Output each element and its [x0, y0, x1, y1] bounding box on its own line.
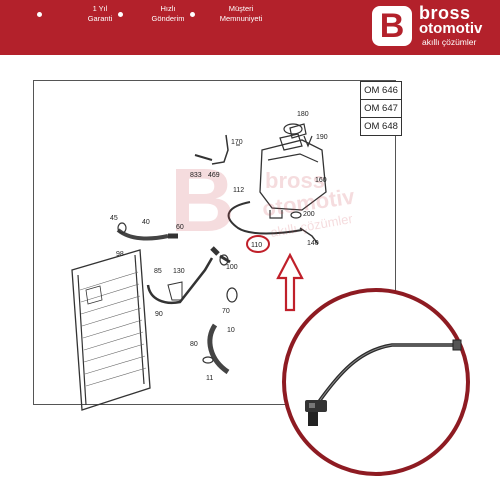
part-number: 140 — [307, 240, 319, 247]
bullet-dot — [37, 12, 42, 17]
badge-line: Garanti — [87, 14, 113, 23]
brand-tagline: akıllı çözümler — [422, 37, 477, 47]
bullet-dot — [190, 12, 195, 17]
watermark-letter: B — [170, 151, 235, 251]
badge-shipping: Hızlı Gönderim — [123, 4, 213, 24]
part-number: 160 — [315, 177, 327, 184]
badge-line: Memnuniyeti — [219, 14, 263, 23]
badge-line: Hızlı — [160, 4, 176, 13]
part-number: 200 — [303, 211, 315, 218]
arrow-icon — [276, 252, 304, 312]
part-number: 170 — [231, 139, 243, 146]
engine-code-label: OM 646 — [360, 81, 402, 100]
part-number: 190 — [316, 134, 328, 141]
brand-name-sub: otomotiv — [419, 20, 483, 37]
engine-code-label: OM 648 — [360, 117, 402, 136]
badge-line: Gönderim — [151, 14, 185, 23]
badge-line: Müşteri — [228, 4, 254, 13]
part-number: 469 — [208, 172, 220, 179]
badge-satisfaction: Müşteri Memnuniyeti — [196, 4, 286, 24]
part-number: 10 — [227, 327, 235, 334]
badge-line: 1 Yıl — [92, 4, 108, 13]
part-number: 110 — [251, 242, 263, 249]
radiator — [71, 249, 151, 411]
part-number: 98 — [116, 251, 124, 258]
part-number: 100 — [226, 264, 238, 271]
part-number: 70 — [222, 308, 230, 315]
bullet-dot — [118, 12, 123, 17]
hose-lower — [207, 323, 230, 375]
engine-code-label: OM 647 — [360, 99, 402, 118]
watermark-name: bross — [265, 168, 325, 193]
level-sensor — [303, 135, 313, 148]
part-number: 40 — [142, 219, 150, 226]
hose-upper — [116, 228, 169, 241]
temp-sensor — [211, 134, 229, 165]
bleed-line — [227, 201, 303, 235]
logo-letter: B — [379, 7, 405, 45]
part-number: 833 — [190, 172, 202, 179]
part-number: 130 — [173, 268, 185, 275]
part-number: 45 — [110, 215, 118, 222]
part-number: 112 — [233, 187, 245, 194]
header-bar: 1 Yıl Garanti Hızlı Gönderim Müşteri Mem… — [0, 0, 500, 55]
part-number: 85 — [154, 268, 162, 275]
logo-icon[interactable]: B — [372, 6, 412, 46]
part-number: 180 — [297, 111, 309, 118]
part-number: 60 — [176, 224, 184, 231]
parts-diagram-frame — [33, 80, 396, 405]
zoom-ring — [282, 288, 470, 476]
bleed-pipe-photo — [305, 339, 462, 426]
tank-cap — [283, 123, 303, 135]
highlight-ring — [246, 235, 270, 253]
brand-name: bross — [419, 3, 471, 23]
badge-warranty: 1 Yıl Garanti — [55, 4, 145, 24]
part-number: 11 — [206, 375, 214, 382]
pipe-lower — [146, 257, 214, 304]
part-number: 90 — [155, 311, 163, 318]
part-number: 80 — [190, 341, 198, 348]
